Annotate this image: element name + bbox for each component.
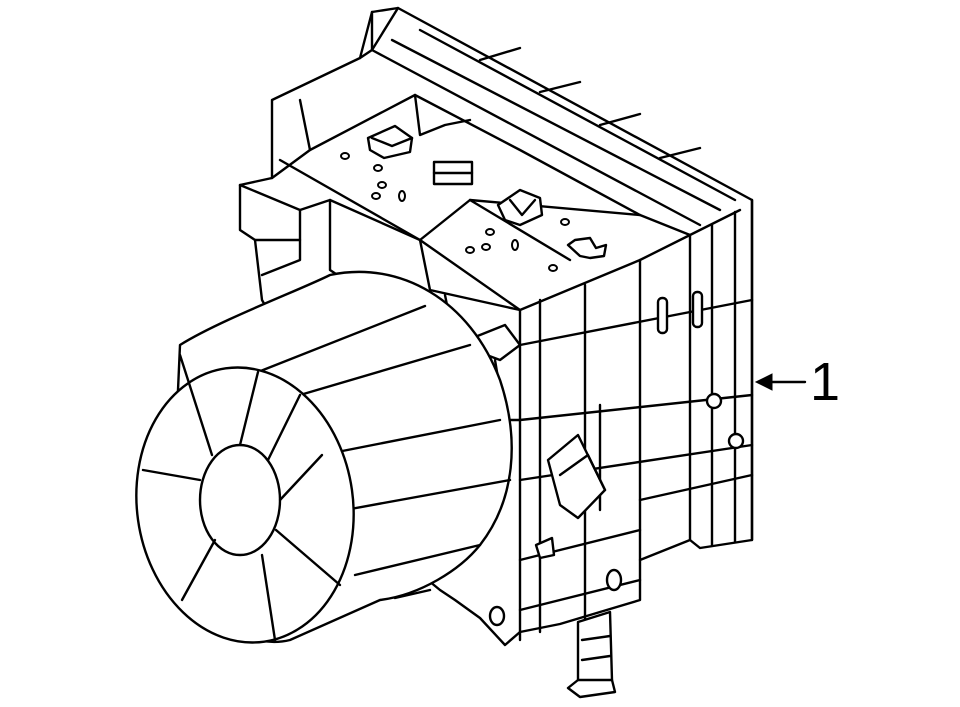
side-port-upper [705,392,723,410]
top-holes [340,152,570,272]
side-port-bottom [605,568,623,592]
housing-top-face [238,6,754,647]
side-slot-2 [691,290,704,329]
side-connector [546,433,607,520]
mounting-bracket [566,610,617,699]
side-tab [534,536,556,560]
top-connector-left [366,124,414,160]
valve-block-housing [238,6,754,647]
pump-motor [135,270,513,644]
callout-1: 1 [754,352,840,412]
callout-arrowhead [754,373,773,391]
corner-port [488,605,506,627]
callout-number: 1 [810,352,840,412]
top-connector-center [496,188,544,227]
housing-top-details [270,6,742,312]
motor-end-hub [198,443,282,557]
side-port-lower [727,432,745,450]
top-clip [566,236,608,260]
side-slot-1 [656,296,669,335]
housing-right-face [488,198,754,642]
